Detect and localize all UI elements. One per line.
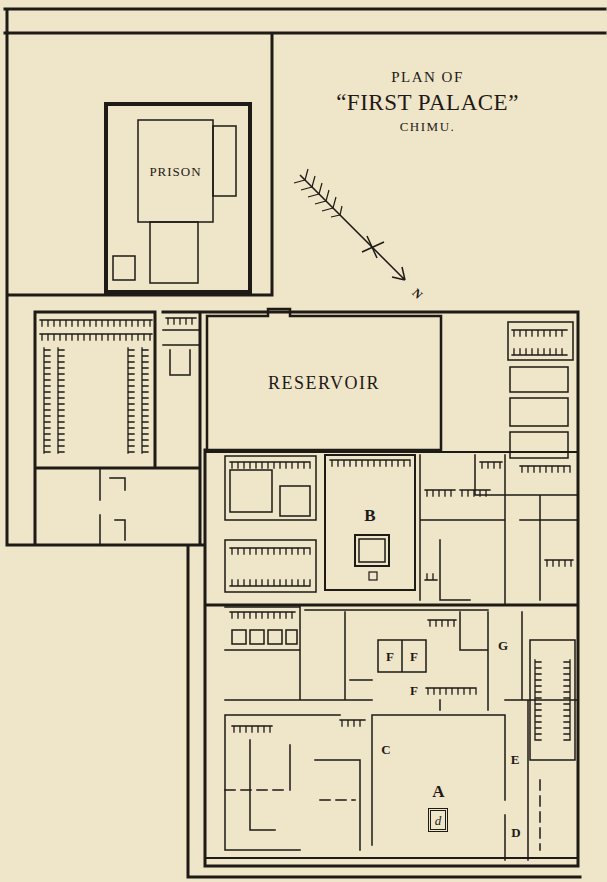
bench-row bbox=[40, 320, 152, 326]
bench-row bbox=[425, 490, 455, 496]
reservoir: RESERVOIR bbox=[207, 316, 441, 450]
label-holder: C bbox=[381, 740, 390, 758]
prison-wall bbox=[106, 104, 250, 292]
plan-title: PLAN OF “FIRST PALACE” CHIMU. bbox=[300, 70, 555, 133]
room-letter: D bbox=[511, 825, 520, 840]
bench-row bbox=[520, 466, 570, 472]
reservoir-wall bbox=[207, 309, 441, 450]
outer-wall bbox=[5, 9, 605, 877]
room bbox=[138, 120, 213, 222]
bench-rows bbox=[40, 318, 573, 740]
bench-row bbox=[425, 574, 437, 580]
bench-row bbox=[545, 560, 573, 566]
bench-row bbox=[428, 620, 456, 626]
room-name: PRISON bbox=[149, 165, 201, 178]
bench-row bbox=[230, 462, 310, 468]
label-holder: F bbox=[410, 681, 418, 699]
bench-row bbox=[564, 660, 570, 740]
room-letter: F bbox=[386, 649, 394, 664]
room-name: RESERVOIR bbox=[268, 374, 380, 392]
courtyard: B bbox=[325, 455, 415, 590]
label-holder: G bbox=[498, 636, 508, 654]
bench-row bbox=[128, 348, 134, 453]
bench-row bbox=[40, 334, 152, 340]
bench-row bbox=[142, 348, 148, 453]
title-holder: PLAN OF “FIRST PALACE” CHIMU. bbox=[300, 70, 555, 139]
label-holder: N bbox=[409, 284, 428, 303]
room-letter: A bbox=[432, 783, 444, 800]
arrow-feathers bbox=[294, 169, 342, 217]
arrow-cross bbox=[362, 236, 384, 258]
bench-row bbox=[535, 660, 541, 740]
bench-row bbox=[426, 688, 476, 694]
north-mark: N bbox=[409, 286, 425, 302]
room bbox=[150, 222, 198, 283]
bench-row bbox=[232, 726, 272, 732]
arrow-shaft bbox=[300, 175, 405, 280]
bench-row bbox=[44, 348, 50, 453]
prison-room: PRISON bbox=[138, 120, 213, 222]
bench-row bbox=[230, 612, 295, 618]
label-holder: F bbox=[410, 647, 418, 665]
label-holder: F bbox=[386, 647, 394, 665]
bench-row bbox=[230, 580, 310, 586]
room bbox=[113, 256, 135, 280]
courtyard: Ad bbox=[372, 715, 505, 860]
altar bbox=[369, 572, 377, 580]
room-letter: G bbox=[498, 638, 508, 653]
bench-row bbox=[340, 720, 365, 726]
bench-row bbox=[512, 349, 567, 355]
bench-row bbox=[58, 348, 64, 453]
bench-row bbox=[330, 460, 410, 466]
bench-row bbox=[230, 548, 310, 554]
altar-square: d bbox=[428, 808, 448, 832]
walls bbox=[5, 9, 605, 877]
prison-rooms bbox=[113, 120, 236, 283]
room bbox=[213, 126, 236, 196]
bench-row bbox=[460, 490, 490, 496]
room-letter: d bbox=[435, 814, 442, 827]
room-letter: E bbox=[511, 752, 520, 767]
partition-dashed bbox=[225, 700, 540, 850]
room-letter: B bbox=[364, 507, 375, 524]
bench-row bbox=[512, 330, 567, 336]
altar bbox=[355, 535, 389, 566]
altar bbox=[359, 539, 385, 562]
room-letter: C bbox=[381, 742, 390, 757]
bench-row bbox=[166, 318, 196, 324]
compass-arrow bbox=[294, 169, 405, 280]
room-letter: F bbox=[410, 649, 418, 664]
partition bbox=[100, 322, 578, 860]
room-letter: F bbox=[410, 683, 418, 698]
label-holder: E bbox=[511, 750, 520, 768]
bench-row bbox=[480, 462, 502, 468]
label-holder: D bbox=[511, 823, 520, 841]
